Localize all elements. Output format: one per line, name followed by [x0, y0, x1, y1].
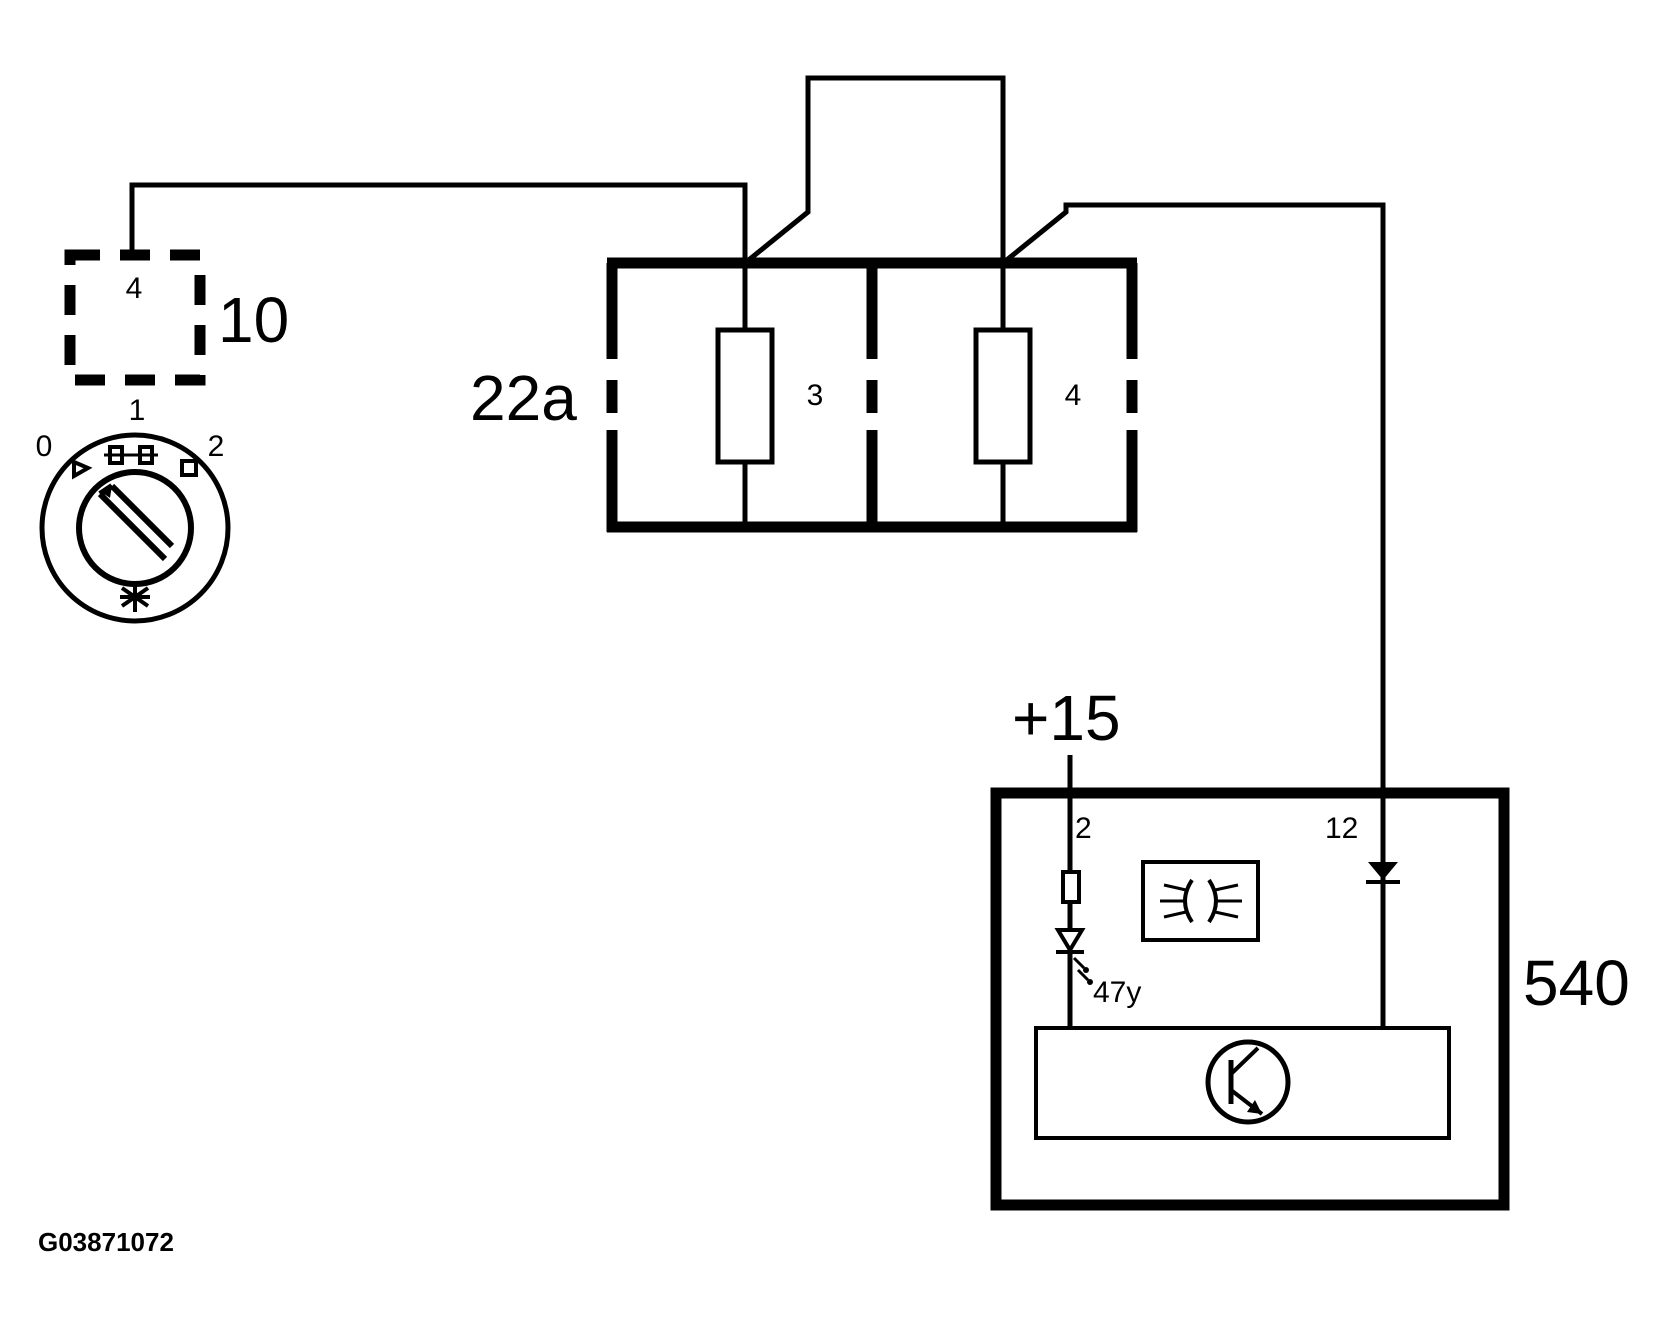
sidelight-icon [104, 445, 158, 465]
headlight-icon [180, 459, 198, 477]
control-unit-label: 540 [1523, 947, 1630, 1019]
resistor-icon [1061, 870, 1081, 904]
driver-module [1034, 1026, 1451, 1140]
fuse-3 [715, 263, 775, 527]
switch-position-2: 2 [208, 430, 225, 463]
switch-module-label: 10 [218, 284, 289, 356]
parking-light-icon [72, 458, 93, 480]
wires [129, 75, 1386, 793]
fuse-4-label: 4 [1065, 379, 1082, 412]
figure-code: G03871072 [38, 1227, 174, 1257]
control-unit-540: 2 12 47y [990, 787, 1630, 1211]
fog-light-icon [120, 582, 150, 612]
switch-module-pin: 4 [126, 272, 143, 305]
switch-position-0: 0 [36, 430, 53, 463]
pin-12-label: 12 [1325, 812, 1358, 845]
switch-position-1: 1 [129, 394, 146, 427]
pin-2-label: 2 [1075, 812, 1092, 845]
led-label: 47y [1093, 976, 1141, 1009]
transistor-icon [1205, 1039, 1291, 1125]
headlight-indicator-icon [1141, 860, 1260, 942]
fuse-4 [973, 263, 1033, 527]
led-icon [1054, 928, 1093, 985]
fuse-3-label: 3 [807, 379, 824, 412]
switch-module-10: 4 10 [64, 249, 289, 386]
light-switch: 0 1 2 [36, 394, 231, 624]
diode-icon [1366, 862, 1400, 884]
supply-label: +15 [1012, 682, 1121, 754]
fuse-box-label: 22a [470, 362, 577, 434]
fuse-box-22a: 3 4 22a [470, 257, 1138, 533]
